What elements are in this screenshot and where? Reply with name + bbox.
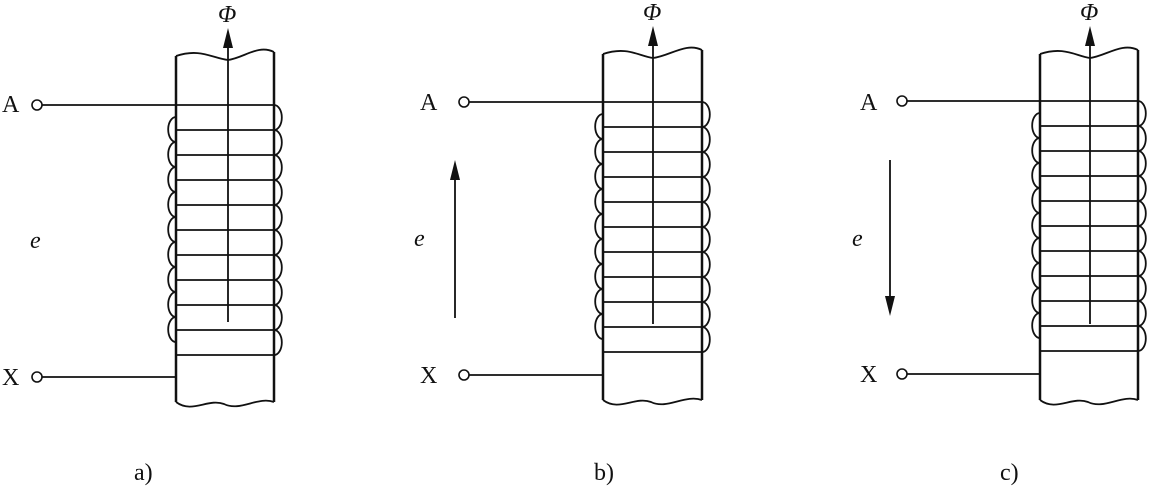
terminal-x	[458, 369, 470, 381]
flux-arrow	[223, 28, 233, 322]
winding	[594, 101, 711, 353]
terminal-x-label: X	[860, 362, 877, 388]
lead-x	[31, 371, 176, 383]
terminal-a	[896, 95, 908, 107]
panel-b: Φ	[414, 0, 711, 486]
emf-arrow-down	[885, 160, 895, 316]
panel-caption: a)	[134, 460, 153, 486]
lead-x	[458, 369, 603, 381]
panel-a: Φ	[2, 2, 283, 486]
terminal-a-label: A	[2, 92, 20, 118]
lead-x	[896, 368, 1040, 380]
lead-a	[896, 95, 1040, 107]
core	[174, 48, 276, 408]
terminal-a	[31, 99, 43, 111]
terminal-x-label: X	[420, 363, 437, 389]
winding	[167, 104, 283, 356]
panel-c: Φ	[852, 0, 1147, 486]
emf-arrow-up	[450, 160, 460, 318]
terminal-a-label: A	[860, 90, 878, 116]
flux-label: Φ	[1080, 0, 1098, 26]
emf-label: e	[852, 226, 863, 252]
panel-caption: b)	[594, 460, 614, 486]
emf-label: e	[30, 228, 41, 254]
winding	[1031, 100, 1147, 352]
flux-label: Φ	[643, 0, 661, 26]
flux-label: Φ	[218, 2, 236, 28]
flux-arrow	[1085, 26, 1095, 324]
terminal-a-label: A	[420, 90, 438, 116]
terminal-a	[458, 96, 470, 108]
lead-a	[31, 99, 176, 111]
emf-label: e	[414, 226, 425, 252]
flux-arrow	[648, 26, 658, 324]
lead-a	[458, 96, 603, 108]
terminal-x	[31, 371, 43, 383]
terminal-x-label: X	[2, 365, 19, 391]
panel-caption: c)	[1000, 460, 1019, 486]
terminal-x	[896, 368, 908, 380]
